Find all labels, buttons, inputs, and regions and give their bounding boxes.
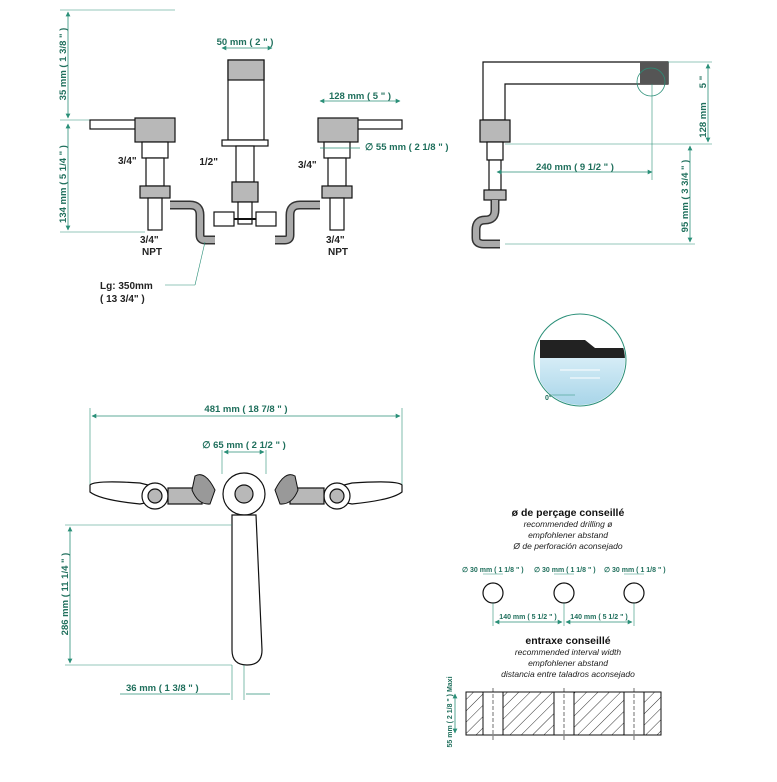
hole3-dim: ∅ 30 mm ( 1 1/8 " ) (604, 566, 666, 574)
spacing-1: 140 mm ( 5 1/2 " ) (499, 614, 556, 621)
dim-spout-height-mm: 128 mm (698, 102, 709, 137)
drilling-sub-de: empfohlener abstand (528, 530, 608, 540)
dim-depth: 95 mm ( 3 3/4 " ) (680, 160, 691, 233)
drilling-section: ø de perçage conseillé recommended drill… (462, 507, 666, 626)
interval-sub-es: distancia entre taladros aconsejado (501, 669, 635, 679)
dim-overall-width: 481 mm ( 18 7/8 " ) (204, 404, 287, 415)
hole1-dim: ∅ 30 mm ( 1 1/8 " ) (462, 566, 524, 574)
dim-angle: 0° (545, 394, 552, 402)
spacing-2: 140 mm ( 5 1/2 " ) (570, 614, 627, 621)
dim-height-total: 35 mm ( 1 3/8 " ) (58, 28, 69, 101)
dim-reach: 240 mm ( 9 1/2 " ) (536, 162, 614, 173)
interval-sub-de: empfohlener abstand (528, 658, 608, 668)
dim-offset: 36 mm ( 1 3/8 " ) (126, 683, 199, 694)
dim-plan-height: 286 mm ( 11 1/4 " ) (60, 553, 71, 636)
interval-section: entraxe conseillé recommended interval w… (447, 635, 662, 748)
drilling-sub-es: Ø de perforación aconsejado (512, 541, 622, 551)
dim-flange: ∅ 55 mm ( 2 1/8 " ) (365, 142, 449, 153)
detail-circle: 0° (533, 313, 627, 407)
label-hose-length: Lg: 350mm (100, 281, 153, 292)
side-elevation: 5 " 128 mm 240 mm ( 9 1/2 " ) 95 mm ( 3 … (471, 61, 712, 249)
label-npt-right-size: 3/4" (326, 235, 345, 246)
dim-handle-width: 128 mm ( 5 " ) (329, 91, 391, 102)
dim-spout-height-inch: 5 " (698, 76, 709, 88)
interval-title: entraxe conseillé (525, 635, 610, 647)
hole2-dim: ∅ 30 mm ( 1 1/8 " ) (534, 566, 596, 574)
drilling-sub-en: recommended drilling ø (524, 519, 613, 529)
dim-spout-width: 50 mm ( 2 " ) (217, 37, 274, 48)
label-npt-right: NPT (328, 247, 348, 258)
label-34-left: 3/4" (118, 156, 137, 167)
drill-hole-left (482, 582, 504, 604)
dim-countertop-thickness: 55 mm ( 2 1/8 " ) Maxi (447, 676, 454, 747)
label-hose-length-inch: ( 13 3/4" ) (100, 294, 145, 305)
plan-view: 481 mm ( 18 7/8 " ) ∅ 65 mm ( 2 1/2 " ) … (60, 404, 403, 700)
label-34-right: 3/4" (298, 160, 317, 171)
drilling-title: ø de perçage conseillé (512, 507, 625, 519)
label-npt-left-size: 3/4" (140, 235, 159, 246)
drill-hole-center (553, 582, 575, 604)
label-half-inch: 1/2" (199, 157, 218, 168)
label-npt-left: NPT (142, 247, 162, 258)
drill-hole-right (623, 582, 645, 604)
interval-sub-en: recommended interval width (515, 647, 622, 657)
front-elevation: 35 mm ( 1 3/8 " ) 134 mm ( 5 1/4 " ) 50 … (58, 9, 449, 305)
dim-flange-plan: ∅ 65 mm ( 2 1/2 " ) (202, 440, 286, 451)
dim-body-height: 134 mm ( 5 1/4 " ) (58, 145, 69, 223)
